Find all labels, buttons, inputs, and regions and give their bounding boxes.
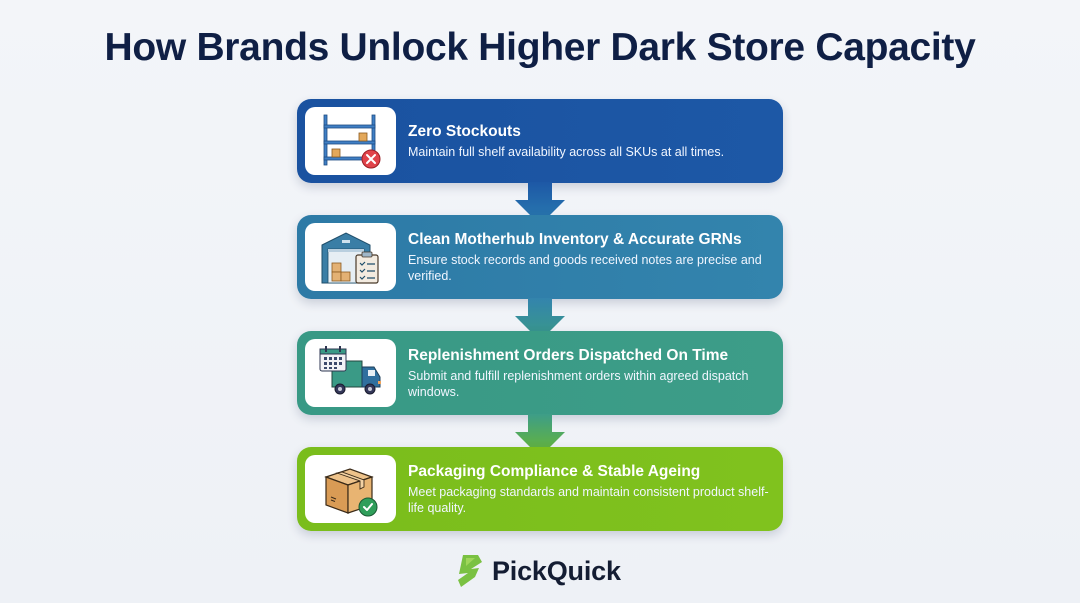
shelf-with-error-icon — [305, 107, 396, 175]
down-arrow-icon — [515, 414, 565, 457]
step-card-clean-inventory: Clean Motherhub Inventory & Accurate GRN… — [297, 215, 783, 299]
step-description: Submit and fulfill replenishment orders … — [408, 369, 749, 399]
step-title: Replenishment Orders Dispatched On Time — [408, 347, 729, 364]
step-title: Clean Motherhub Inventory & Accurate GRN… — [408, 231, 742, 248]
step-description: Maintain full shelf availability across … — [408, 145, 725, 159]
lightning-bolt-logo-icon — [458, 555, 482, 587]
logo-text: PickQuick — [492, 555, 621, 586]
step-title: Zero Stockouts — [408, 123, 521, 140]
pickquick-logo: PickQuick — [454, 552, 621, 590]
step-description: Ensure stock records and goods received … — [408, 253, 762, 283]
down-arrow-icon — [515, 182, 565, 225]
calendar-truck-icon — [305, 339, 396, 407]
page-title: How Brands Unlock Higher Dark Store Capa… — [104, 26, 976, 69]
step-title: Packaging Compliance & Stable Ageing — [408, 463, 701, 480]
warehouse-clipboard-icon — [305, 223, 396, 291]
step-card-zero-stockouts: Zero Stockouts Maintain full shelf avail… — [297, 99, 783, 183]
box-check-icon — [305, 455, 396, 523]
down-arrow-icon — [515, 298, 565, 341]
step-description: Meet packaging standards and maintain co… — [408, 485, 769, 515]
step-card-replenishment-orders: Replenishment Orders Dispatched On Time … — [297, 331, 783, 415]
step-card-packaging-compliance: Packaging Compliance & Stable Ageing Mee… — [297, 447, 783, 531]
